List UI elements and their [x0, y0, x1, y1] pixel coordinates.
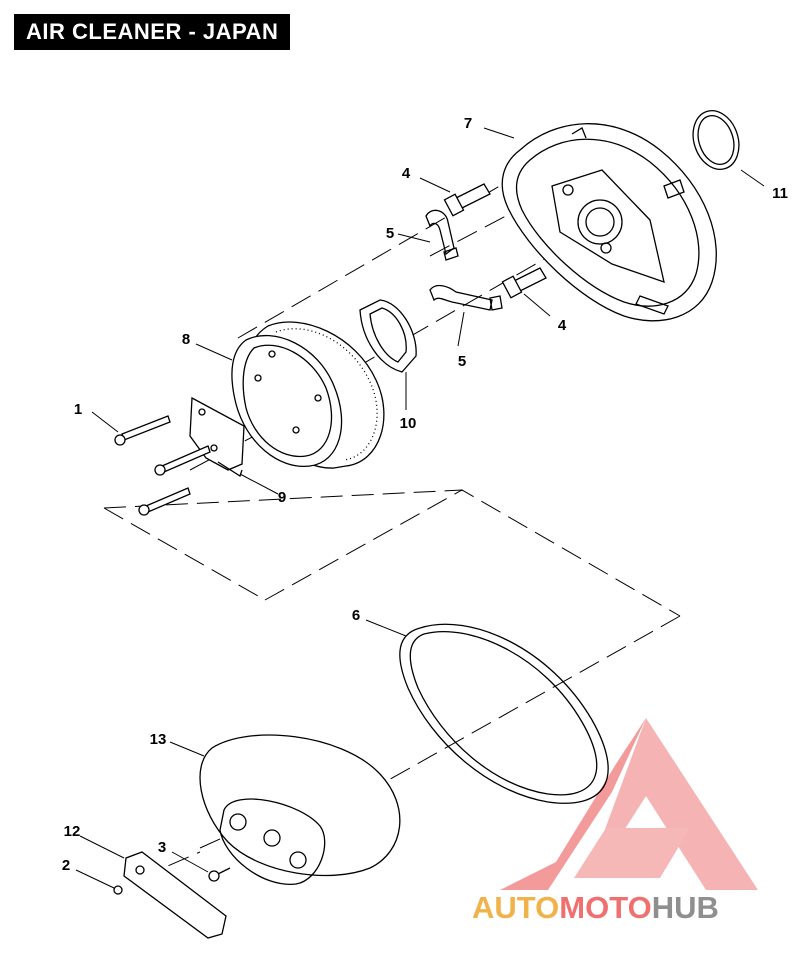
centerline [103, 507, 266, 601]
callout-7: 7 [464, 115, 472, 132]
gasket [359, 299, 417, 373]
callout-4-lower: 4 [558, 317, 567, 334]
backplate [501, 123, 717, 322]
callout-11: 11 [772, 185, 788, 202]
breather-hose-lower [429, 284, 503, 311]
seal-ring [692, 110, 740, 170]
mounting-bracket [189, 396, 245, 477]
centerline [264, 489, 681, 617]
watermark-moto: MOTO [559, 890, 651, 925]
callout-9: 9 [278, 489, 286, 506]
screw-cover [208, 867, 231, 882]
logo-triangle-base [574, 828, 690, 878]
callout-labels: 7 11 4 5 4 5 8 10 1 9 6 13 12 2 3 [62, 115, 788, 874]
callout-2: 2 [62, 857, 70, 874]
callout-3: 3 [158, 839, 166, 856]
air-cleaner-cover [199, 734, 401, 885]
breather-hose-upper [425, 209, 459, 261]
callout-6: 6 [352, 607, 360, 624]
callout-5-lower: 5 [458, 353, 466, 370]
watermark-auto: AUTO [472, 890, 559, 925]
watermark-hub: HUB [652, 890, 719, 925]
screw-small [113, 885, 123, 895]
callout-5-upper: 5 [386, 225, 394, 242]
cover-seal-ring [399, 623, 609, 804]
callout-4-upper: 4 [402, 165, 411, 182]
callout-1: 1 [74, 401, 82, 418]
callout-10: 10 [400, 415, 417, 432]
watermark-logo [500, 718, 758, 890]
leader-lines [75, 127, 765, 889]
centerline [103, 489, 463, 509]
diagram-title: AIR CLEANER - JAPAN [14, 14, 291, 50]
callout-13: 13 [150, 731, 167, 748]
breather-bolt-upper [443, 183, 491, 217]
breather-bolt-lower [501, 267, 547, 299]
filter-element [231, 321, 385, 469]
watermark-text: AUTOMOTOHUB [472, 890, 719, 925]
callout-12: 12 [64, 823, 81, 840]
screws-long [114, 415, 211, 516]
trim-insert [123, 851, 227, 939]
centerline [377, 615, 681, 787]
callout-8: 8 [182, 331, 190, 348]
logo-triangle-right [600, 718, 758, 890]
